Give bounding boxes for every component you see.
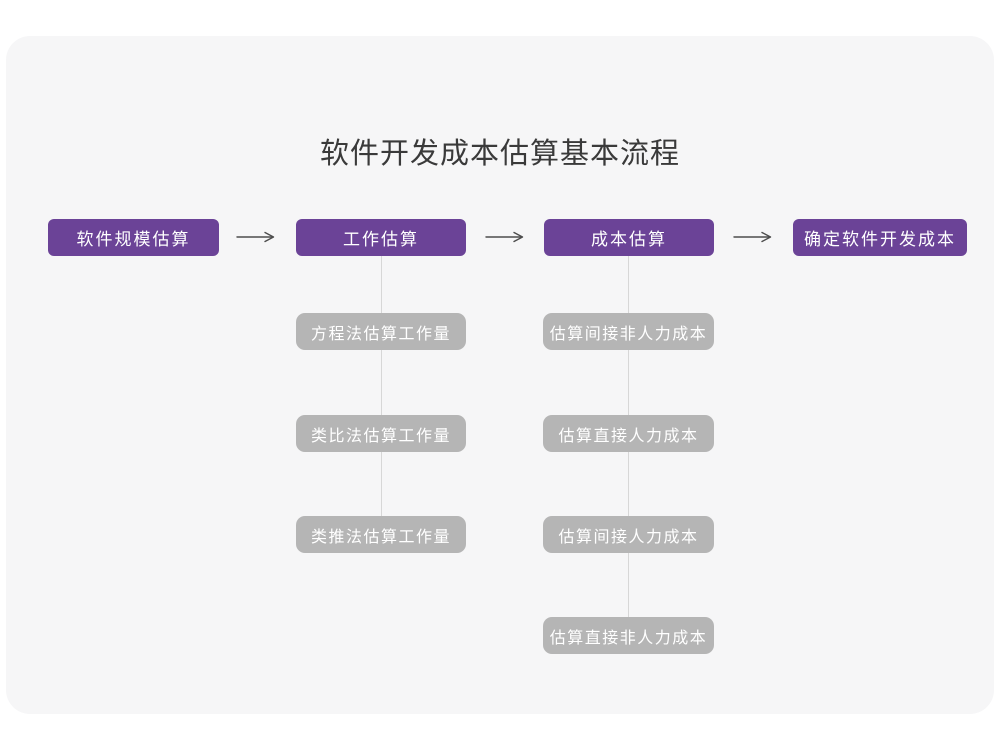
method-node-extrapolation: 类推法估算工作量 xyxy=(296,516,466,553)
stage-node-determine-cost: 确定软件开发成本 xyxy=(793,219,967,256)
diagram-title: 软件开发成本估算基本流程 xyxy=(319,138,680,170)
stage-node-work-estimation: 工作估算 xyxy=(296,219,466,256)
method-node-indirect-labor: 估算间接人力成本 xyxy=(543,516,714,553)
method-node-indirect-nonlabor: 估算间接非人力成本 xyxy=(543,313,714,350)
arrow-right-icon xyxy=(733,231,773,243)
method-node-direct-labor: 估算直接人力成本 xyxy=(543,415,714,452)
method-node-direct-nonlabor: 估算直接非人力成本 xyxy=(543,617,714,654)
arrow-right-icon xyxy=(236,231,276,243)
method-node-analogy: 类比法估算工作量 xyxy=(296,415,466,452)
arrow-right-icon xyxy=(485,231,525,243)
method-node-equation: 方程法估算工作量 xyxy=(296,313,466,350)
stage-node-cost-estimation: 成本估算 xyxy=(544,219,714,256)
diagram-canvas: 软件开发成本估算基本流程 软件规模估算 工作估算 成本估算 确定软件开发成本 方… xyxy=(6,36,994,714)
connector-line-work xyxy=(381,255,382,520)
stage-node-software-scale: 软件规模估算 xyxy=(48,219,219,256)
